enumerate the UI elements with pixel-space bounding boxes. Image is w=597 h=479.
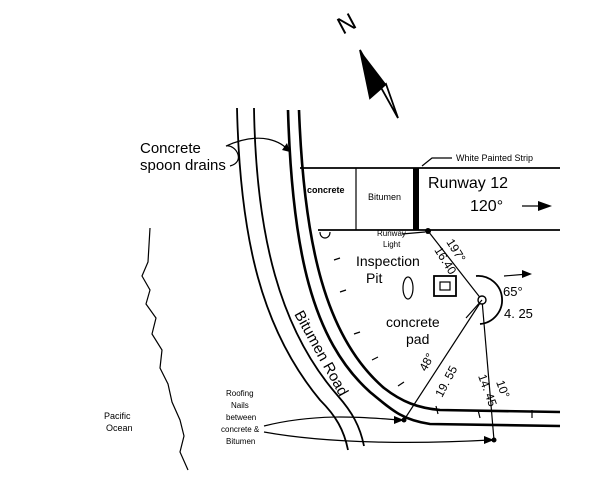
survey-lines: [401, 230, 532, 443]
bearing-10: 10°: [493, 378, 512, 400]
angle-65: 65°: [503, 284, 523, 299]
runway-light-pointer: [401, 231, 426, 235]
concrete-cell-label: concrete: [307, 185, 345, 195]
nails-label-3: between: [226, 413, 256, 422]
runway: concrete Bitumen Runway 12 120°: [300, 167, 560, 231]
runway-label: Runway 12: [428, 175, 508, 192]
runway-light-label-1: Runway: [377, 229, 406, 238]
coastline: [141, 227, 189, 471]
inspection-pit-box: [433, 275, 457, 297]
white-painted-strip: [413, 168, 419, 230]
runway-light-label-2: Light: [383, 240, 401, 249]
ocean-label-1: Pacific: [104, 411, 131, 421]
pad-label-1: concrete: [386, 314, 440, 330]
runway-heading: 120°: [470, 198, 503, 215]
nails-pointer-2: [263, 431, 491, 443]
distance-4-25: 4. 25: [504, 306, 533, 321]
drains-label-line1: Concrete: [140, 140, 201, 157]
bitumen-cell-label: Bitumen: [368, 192, 401, 202]
pit-marker: [402, 276, 414, 300]
survey-circle: [475, 275, 503, 325]
nails-pointer-1: [263, 416, 401, 427]
white-strip-pointer: [421, 157, 452, 167]
pit-label-2: Pit: [366, 270, 382, 286]
north-label: N: [333, 8, 361, 40]
drains-label-line2: spoon drains: [140, 157, 226, 174]
ocean-label-2: Ocean: [106, 423, 133, 433]
north-arrow-icon: N: [333, 8, 399, 119]
pit-label-1: Inspection: [356, 253, 420, 269]
nails-label-4: concrete &: [221, 425, 260, 434]
inspection-pit-inner: [439, 281, 451, 291]
nails-label-5: Bitumen: [226, 437, 255, 446]
distance-19-55: 19. 55: [432, 363, 460, 399]
white-strip-label: White Painted Strip: [456, 153, 533, 163]
bearing-48: 48°: [416, 351, 437, 374]
pad-label-2: pad: [406, 331, 429, 347]
nails-label-1: Roofing: [226, 389, 254, 398]
drains-pointer: [225, 137, 291, 167]
drains-pointer-head: [282, 143, 290, 152]
nails-label-2: Nails: [231, 401, 249, 410]
